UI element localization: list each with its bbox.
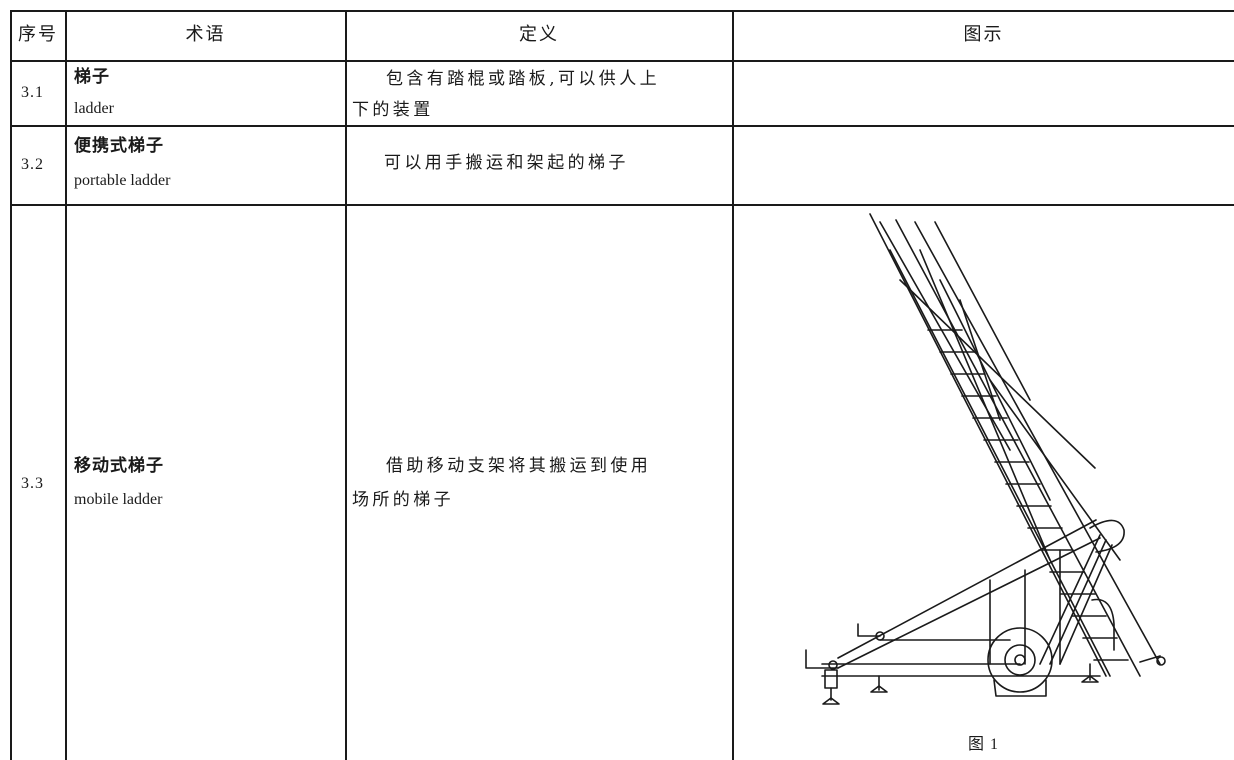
term-english: portable ladder bbox=[74, 172, 171, 189]
term-chinese: 便携式梯子 bbox=[74, 136, 164, 156]
ladder-rungs-icon bbox=[927, 329, 1129, 661]
wheel-icon bbox=[987, 627, 1053, 697]
row-divider-1 bbox=[11, 125, 1234, 127]
table-border-left bbox=[10, 10, 12, 760]
term-english: ladder bbox=[74, 100, 114, 117]
definition-line-1: 可以用手搬运和架起的梯子 bbox=[384, 153, 629, 173]
header-divider bbox=[11, 60, 1234, 62]
definition-line-2: 场所的梯子 bbox=[352, 490, 454, 510]
figure-caption: 图 1 bbox=[967, 736, 999, 753]
table-border-top bbox=[11, 10, 1234, 12]
col-divider-3 bbox=[732, 10, 734, 760]
col-divider-1 bbox=[65, 10, 67, 760]
row-number: 3.2 bbox=[21, 156, 44, 173]
header-definition: 定义 bbox=[519, 24, 559, 45]
header-figure: 图示 bbox=[963, 24, 1004, 45]
definition-line-1: 借助移动支架将其搬运到使用 bbox=[386, 456, 652, 476]
row-number: 3.3 bbox=[21, 475, 44, 492]
mobile-ladder-drawing-icon bbox=[805, 213, 1166, 705]
definition-line-2: 下的装置 bbox=[352, 100, 434, 120]
row-divider-2 bbox=[11, 204, 1234, 206]
term-chinese: 移动式梯子 bbox=[74, 456, 164, 476]
row-number: 3.1 bbox=[21, 84, 44, 101]
col-divider-2 bbox=[345, 10, 347, 760]
header-no: 序号 bbox=[18, 24, 58, 45]
header-term: 术语 bbox=[185, 24, 226, 45]
term-english: mobile ladder bbox=[74, 491, 163, 508]
term-chinese: 梯子 bbox=[74, 67, 110, 87]
definition-line-1: 包含有踏棍或踏板,可以供人上 bbox=[386, 69, 661, 89]
